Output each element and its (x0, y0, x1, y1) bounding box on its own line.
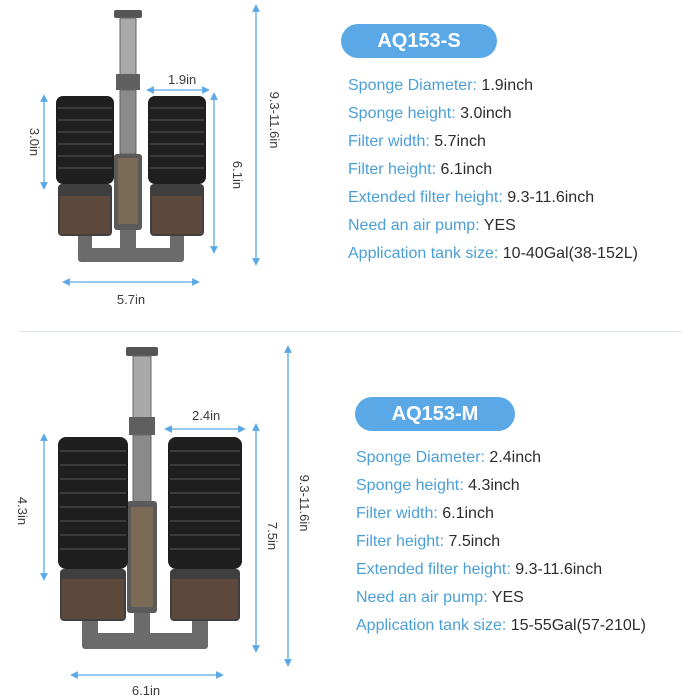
spec-value: 9.3-11.6inch (507, 189, 595, 206)
spec-row: Filter height: 6.1inch (348, 156, 638, 184)
left-sponge-m (58, 437, 128, 621)
spec-label: Sponge height: (356, 477, 464, 494)
spec-value: YES (491, 589, 524, 606)
spec-value: 4.3inch (468, 477, 520, 494)
filter-base-m (82, 613, 208, 649)
model-section-s: 1.9in 3.0in 6.1in 9.3-11.6in 5.7in AQ153… (0, 0, 700, 330)
spec-value: 2.4inch (489, 449, 542, 466)
spec-row: Extended filter height: 9.3-11.6inch (356, 556, 646, 584)
spec-value: 5.7inch (434, 133, 486, 150)
spec-row: Filter width: 5.7inch (348, 128, 638, 156)
dim-label-filter-height: 6.1in (230, 161, 245, 189)
center-tube (114, 10, 142, 230)
spec-label: Extended filter height: (356, 561, 511, 578)
spec-value: 6.1inch (440, 161, 493, 178)
left-sponge-s (56, 96, 114, 236)
spec-row: Application tank size: 15-55Gal(57-210L) (356, 612, 646, 640)
spec-row: Sponge Diameter: 2.4inch (356, 444, 646, 472)
section-divider (18, 331, 682, 332)
spec-label: Filter width: (348, 133, 430, 150)
spec-list: Sponge Diameter: 2.4inch Sponge height: … (356, 444, 646, 640)
spec-label: Need an air pump: (356, 589, 488, 606)
filter-diagram-m: 2.4in 4.3in 7.5in 9.3-11.6in 6.1in (15, 345, 312, 698)
spec-value: YES (483, 217, 516, 234)
model-section-m: 2.4in 4.3in 7.5in 9.3-11.6in 6.1in AQ153… (0, 333, 700, 700)
spec-value: 1.9inch (481, 77, 534, 94)
spec-row: Need an air pump: YES (348, 212, 638, 240)
right-sponge-m (168, 437, 242, 621)
dim-label-filter-width: 6.1in (132, 683, 160, 698)
spec-row: Sponge height: 4.3inch (356, 472, 646, 500)
spec-value: 6.1inch (442, 505, 494, 522)
model-badge: AQ153-M (355, 397, 515, 431)
spec-row: Filter width: 6.1inch (356, 500, 646, 528)
center-tube (126, 347, 158, 613)
spec-label: Extended filter height: (348, 189, 503, 206)
spec-row: Sponge Diameter: 1.9inch (348, 72, 638, 100)
spec-value: 9.3-11.6inch (515, 561, 603, 578)
spec-label: Sponge Diameter: (348, 77, 477, 94)
spec-label: Filter width: (356, 505, 438, 522)
spec-row: Need an air pump: YES (356, 584, 646, 612)
spec-label: Application tank size: (348, 245, 499, 262)
spec-label: Need an air pump: (348, 217, 480, 234)
right-sponge-s (148, 96, 206, 236)
dim-label-filter-height: 7.5in (265, 522, 280, 550)
spec-value: 15-55Gal(57-210L) (510, 617, 646, 634)
spec-label: Filter height: (348, 161, 437, 178)
spec-row: Filter height: 7.5inch (356, 528, 646, 556)
spec-label: Application tank size: (356, 617, 507, 634)
spec-label: Sponge height: (348, 105, 456, 122)
spec-list: Sponge Diameter: 1.9inch Sponge height: … (348, 72, 638, 268)
spec-value: 3.0inch (460, 105, 512, 122)
dim-label-sponge-diameter: 1.9in (168, 72, 196, 87)
spec-label: Sponge Diameter: (356, 449, 485, 466)
spec-value: 7.5inch (448, 533, 501, 550)
dim-label-sponge-diameter: 2.4in (192, 408, 220, 423)
dim-label-filter-width: 5.7in (117, 292, 145, 307)
model-badge: AQ153-S (341, 24, 497, 58)
dim-label-extended-height: 9.3-11.6in (297, 475, 312, 532)
dim-label-extended-height: 9.3-11.6in (267, 92, 282, 149)
filter-diagram-s: 1.9in 3.0in 6.1in 9.3-11.6in 5.7in (27, 4, 282, 307)
filter-base-s (78, 230, 184, 262)
spec-value: 10-40Gal(38-152L) (502, 245, 638, 262)
spec-label: Filter height: (356, 533, 445, 550)
dim-label-sponge-height: 3.0in (27, 128, 42, 156)
spec-row: Extended filter height: 9.3-11.6inch (348, 184, 638, 212)
spec-row: Application tank size: 10-40Gal(38-152L) (348, 240, 638, 268)
spec-row: Sponge height: 3.0inch (348, 100, 638, 128)
dim-label-sponge-height: 4.3in (15, 497, 30, 525)
